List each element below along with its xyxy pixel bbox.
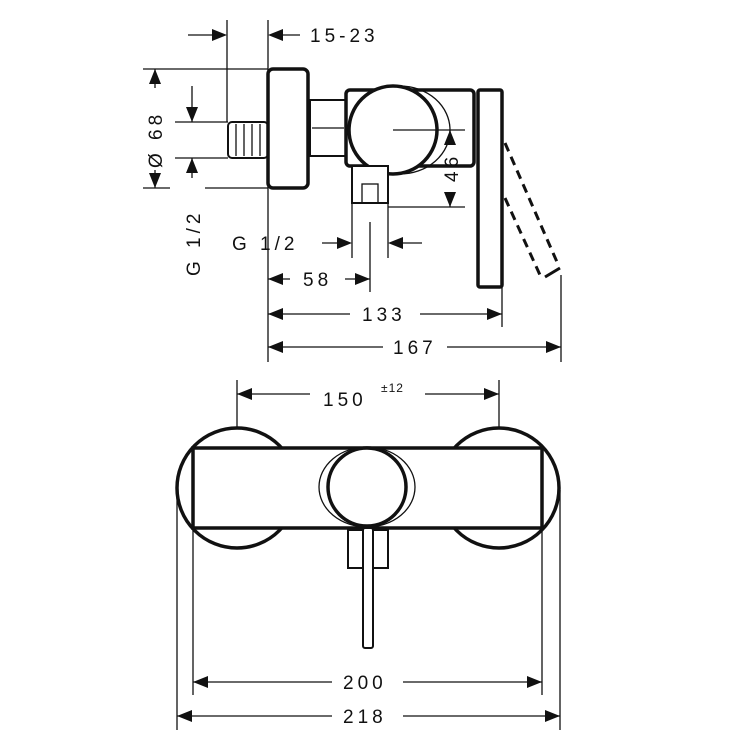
lever-handle: [476, 88, 504, 289]
dim-inlet-thread: G 1/2: [184, 210, 205, 276]
threaded-inlet: [227, 121, 269, 159]
handle-swing-dashed: [503, 142, 559, 263]
side-view: 15-23 Ø 68 G 1/2 46 G 1/2 58: [143, 20, 562, 362]
dim-height-outlet: 46: [442, 153, 463, 182]
front-view: 150 ±12 200 218: [175, 380, 561, 730]
dim-total-width: 218: [343, 707, 387, 728]
dim-wall-distance: 15-23: [310, 26, 379, 47]
wall-rosette: [266, 67, 310, 190]
dim-center-distance: 150: [323, 390, 367, 411]
center-knob: [326, 446, 408, 528]
dim-outlet-offset: 58: [303, 270, 332, 291]
dim-depth-handle: 133: [362, 305, 406, 326]
dim-diameter: Ø 68: [146, 111, 167, 168]
dim-body-width: 200: [343, 673, 387, 694]
dim-center-tolerance: ±12: [381, 381, 404, 395]
front-lever: [362, 527, 374, 649]
dim-outlet-thread: G 1/2: [232, 234, 298, 255]
thread-lines: [235, 124, 261, 156]
dim-depth-total: 167: [393, 338, 437, 359]
